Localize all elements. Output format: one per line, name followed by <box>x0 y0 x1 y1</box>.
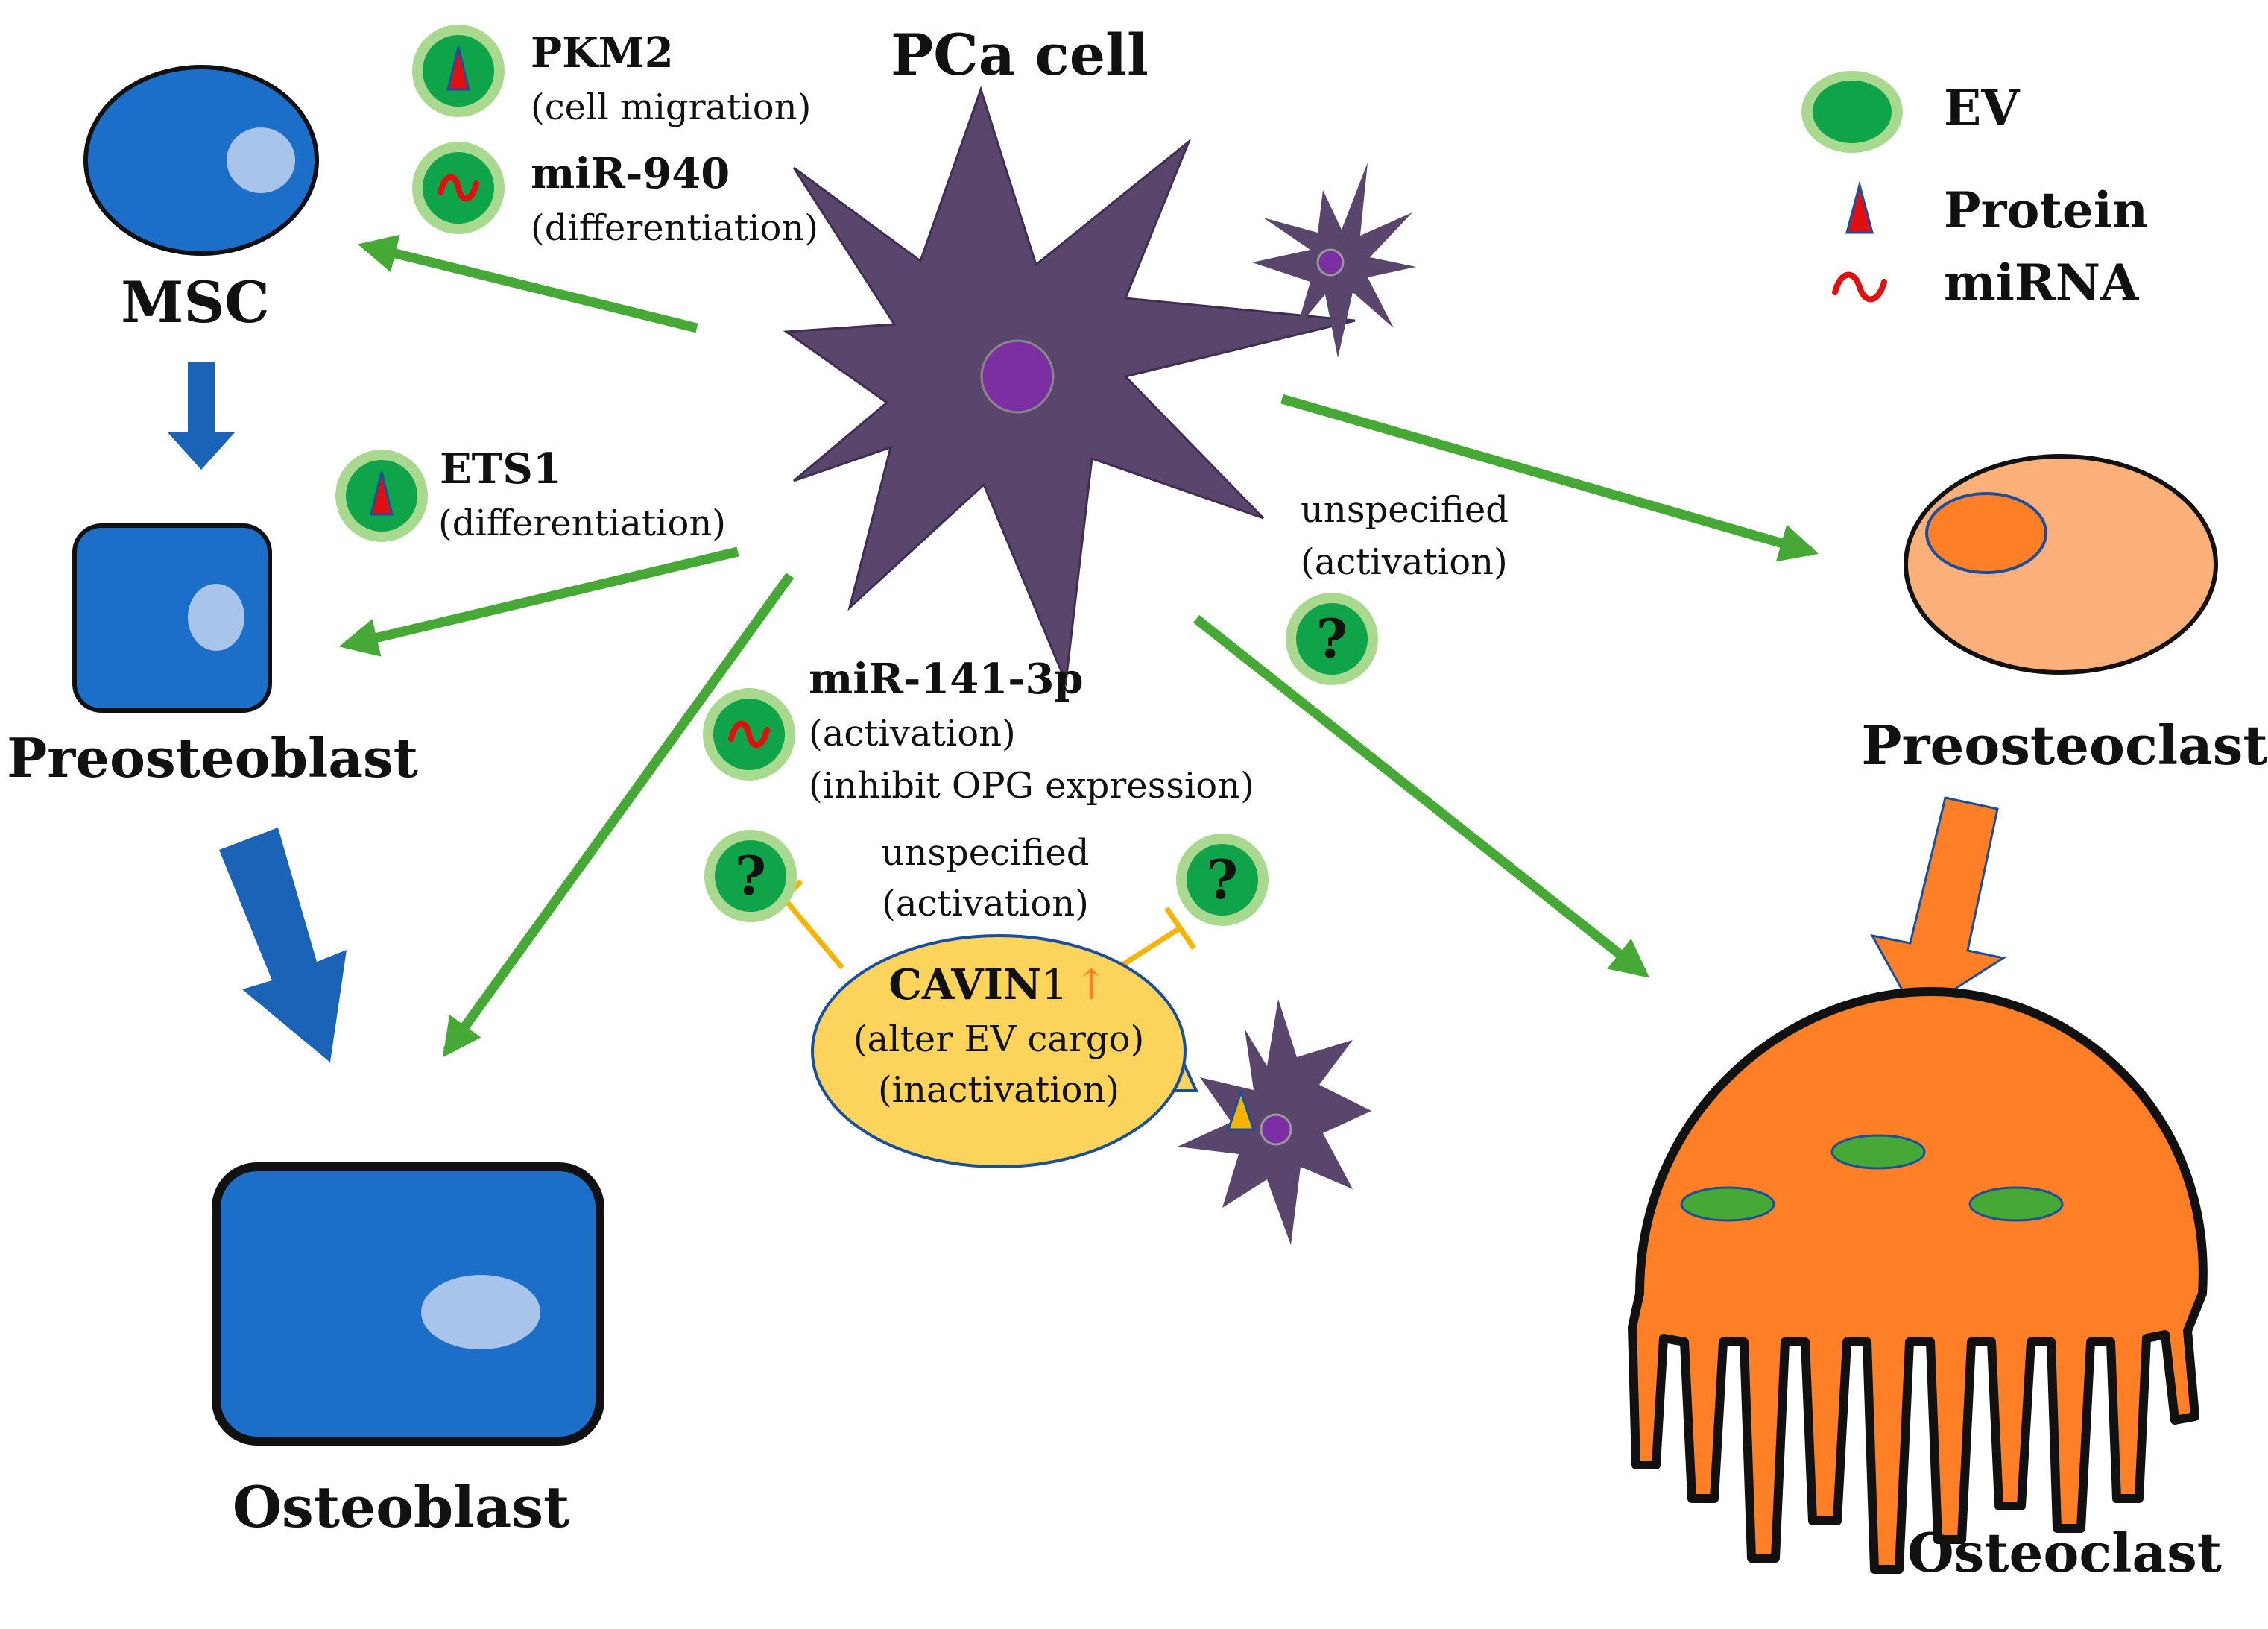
arrow-msc-to-preosteoblast <box>168 362 235 470</box>
inhibit-line-right <box>1116 926 1181 970</box>
label-cavin1: CAVIN1↑ <box>888 960 1108 1009</box>
label-pca-cell: PCa cell <box>891 22 1149 88</box>
label-preosteoclast: Preosteoclast <box>1861 713 2267 777</box>
inhibit-bar-right <box>1164 907 1196 950</box>
protein-icon <box>370 471 394 516</box>
cavin-up-arrow: ↑ <box>1074 961 1109 1009</box>
pca-inactivated-nucleus <box>1260 1113 1292 1146</box>
label-preosteoblast: Preosteoblast <box>7 726 418 790</box>
label-pkm2: PKM2 <box>531 28 674 78</box>
inhibit-line-left <box>782 896 844 970</box>
question-icon: ? <box>735 844 766 907</box>
preosteoblast-nucleus <box>188 584 244 651</box>
pca-small-cell <box>1252 163 1416 358</box>
preosteoblast-cell <box>72 523 272 713</box>
label-unspecified-center: unspecified <box>882 832 1090 874</box>
label-cavin-line2: (inactivation) <box>878 1069 1119 1111</box>
legend-mirna-label: miRNA <box>1944 253 2139 312</box>
label-msc: MSC <box>121 269 270 335</box>
msc-nucleus <box>227 127 295 193</box>
label-mir141-effect2: (inhibit OPG expression) <box>809 765 1254 807</box>
label-mir141-effect: (activation) <box>809 713 1016 754</box>
preosteoclast-cell <box>1904 454 2218 675</box>
arrow-pca-to-osteoclast <box>1193 614 1650 978</box>
arrow-preosteoclast-to-osteoclast <box>1870 796 2006 1016</box>
question-icon: ? <box>1316 607 1348 670</box>
mirna-icon <box>728 720 770 749</box>
legend-ev-icon <box>1801 71 1903 153</box>
osteoclast-cell <box>1628 987 2208 1574</box>
mirna-icon <box>438 174 479 202</box>
legend-ev-label: EV <box>1944 79 2021 137</box>
ev-unspecified-center-left: ? <box>704 830 797 922</box>
ev-pkm2 <box>412 25 505 117</box>
osteoclast-nucleus <box>1968 1186 2064 1222</box>
arrow-pca-to-msc <box>357 234 698 333</box>
protein-icon <box>446 46 470 91</box>
label-mir940: miR-940 <box>531 149 730 198</box>
ev-mir940 <box>412 142 505 234</box>
cavin1-ellipse <box>811 934 1187 1168</box>
osteoclast-nucleus <box>1830 1134 1926 1170</box>
protein-icon <box>1226 1088 1256 1131</box>
osteoblast-cell <box>212 1162 604 1446</box>
pca-inactivated-cell <box>1178 999 1371 1245</box>
legend-protein-icon <box>1845 180 1874 234</box>
label-unspecified-center-effect: (activation) <box>882 883 1089 924</box>
osteoclast-nucleus <box>1680 1186 1775 1222</box>
osteoblast-nucleus <box>421 1275 540 1349</box>
question-icon: ? <box>1207 848 1238 911</box>
label-mir141: miR-141-3p <box>809 655 1084 704</box>
label-ets1: ETS1 <box>440 444 562 494</box>
label-cavin-line1: (alter EV cargo) <box>853 1018 1144 1060</box>
arrow-preosteoblast-to-osteoblast <box>219 828 347 1062</box>
label-osteoclast: Osteoclast <box>1907 1521 2222 1584</box>
ev-ets1 <box>335 450 428 542</box>
ev-unspecified-center-right: ? <box>1176 834 1269 926</box>
legend-protein-label: Protein <box>1944 181 2148 239</box>
label-ets1-effect: (differentiation) <box>438 502 726 544</box>
pca-cell <box>783 86 1356 687</box>
cavin-suffix: 1 <box>1041 961 1068 1009</box>
label-unspecified-right: unspecified <box>1301 489 1509 531</box>
ev-unspecified-right: ? <box>1286 593 1378 685</box>
legend-mirna-icon <box>1832 271 1887 303</box>
label-unspecified-right-effect: (activation) <box>1301 541 1508 583</box>
label-osteoblast: Osteoblast <box>233 1474 569 1540</box>
pca-nucleus <box>980 339 1055 414</box>
arrow-pca-to-osteoblast <box>442 573 795 1058</box>
arrow-pca-to-preosteoblast <box>338 546 739 657</box>
msc-cell <box>83 65 319 256</box>
label-pkm2-effect: (cell migration) <box>531 86 811 128</box>
ev-mir141 <box>703 688 795 781</box>
preosteoclast-nucleus <box>1925 492 2047 574</box>
arrow-pca-to-preosteoclast <box>1280 394 1819 562</box>
cavin-name: CAVIN <box>888 960 1041 1009</box>
pca-small-nucleus <box>1316 248 1345 277</box>
label-mir940-effect: (differentiation) <box>531 207 818 249</box>
